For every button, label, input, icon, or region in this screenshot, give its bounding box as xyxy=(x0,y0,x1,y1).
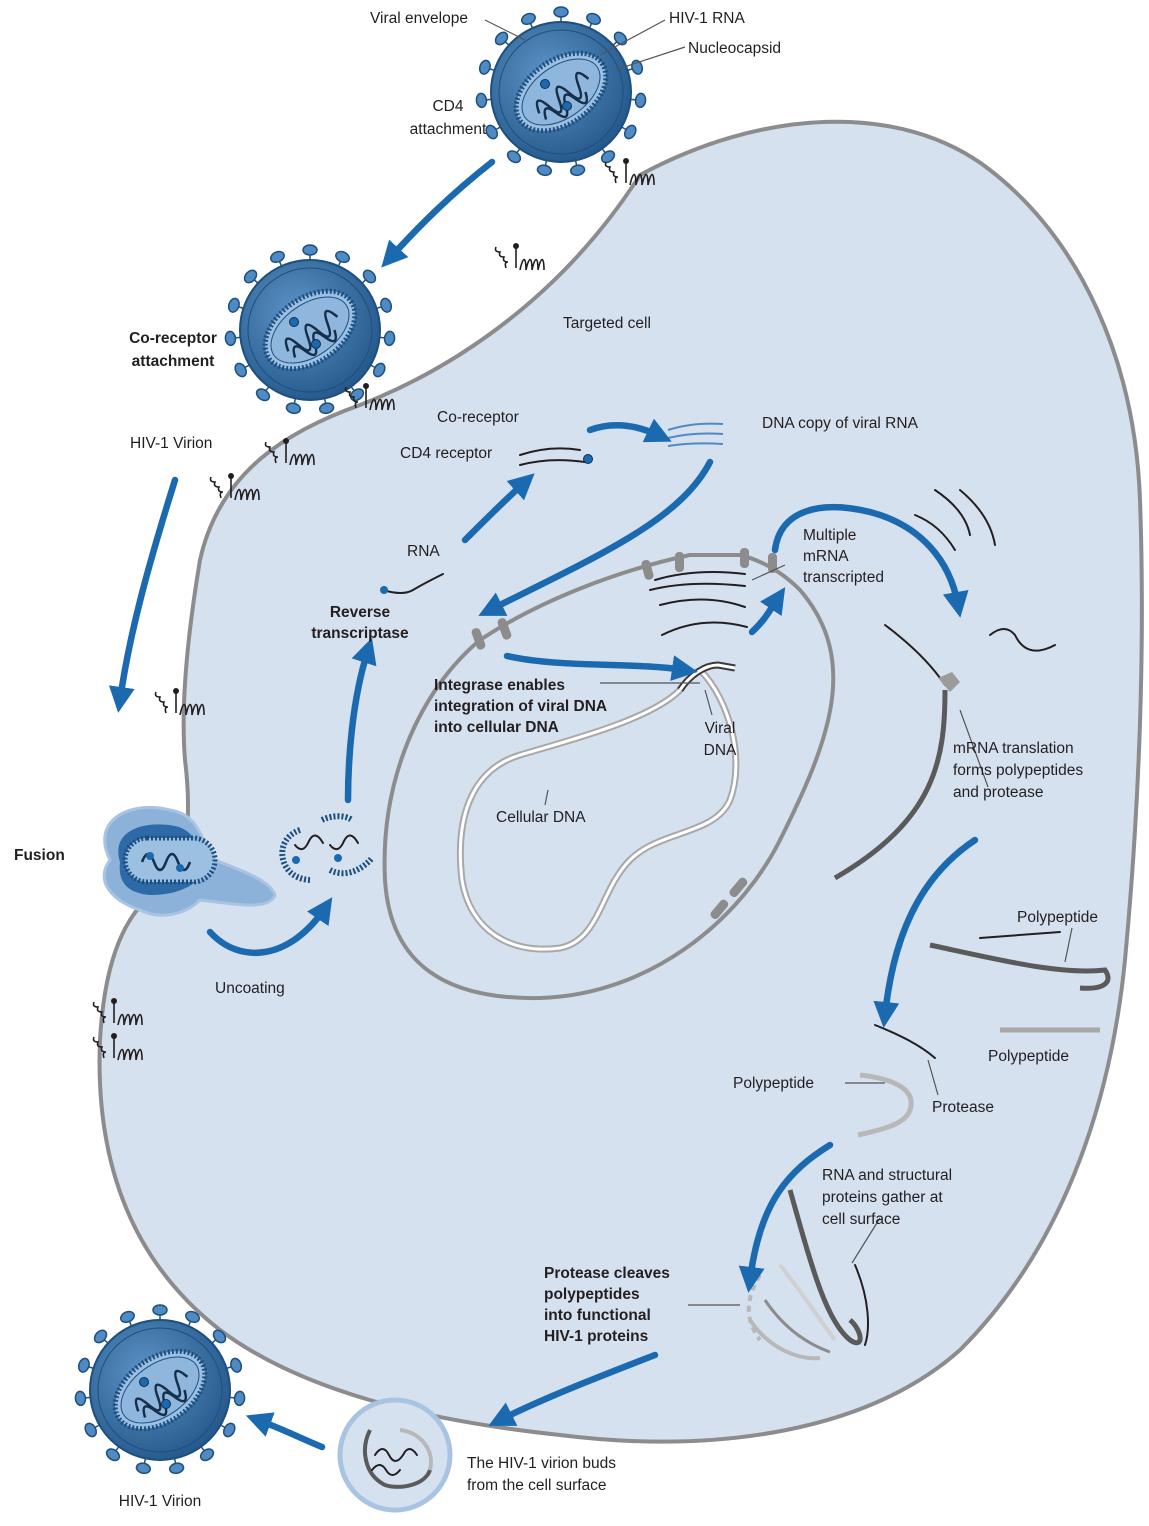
label-rna-structural-2: proteins gather at xyxy=(822,1189,943,1206)
hiv-virion-attached xyxy=(225,245,396,415)
arrow-to-release xyxy=(245,1412,326,1451)
arrow-to-protease-cleave xyxy=(738,1141,834,1293)
hiv-virion-free xyxy=(476,7,647,177)
label-multiple-mrna-1: Multiple xyxy=(803,527,856,544)
label-mrna-translation-2: forms polypeptides xyxy=(953,762,1083,779)
hiv-virion-released xyxy=(75,1305,246,1475)
label-multiple-mrna-2: mRNA xyxy=(803,548,849,565)
arrow-integration xyxy=(503,652,698,681)
label-dna-copy: DNA copy of viral RNA xyxy=(762,415,919,432)
arrow-into-nucleus xyxy=(478,458,714,616)
ribosome-translation xyxy=(833,672,960,881)
receptor-pair-2 xyxy=(494,242,545,271)
label-coreceptor-attachment-1: Co-receptor xyxy=(129,330,217,347)
label-rna: RNA xyxy=(407,543,440,560)
label-integrase-3: into cellular DNA xyxy=(434,719,559,736)
arrow-reverse-transcriptase xyxy=(344,637,377,804)
label-protease: Protease xyxy=(932,1099,994,1116)
label-coreceptor: Co-receptor xyxy=(437,409,519,426)
label-viral-dna-1: Viral xyxy=(705,720,736,737)
label-integrase-1: Integrase enables xyxy=(434,677,565,694)
mrna-transcripts xyxy=(649,489,1056,686)
label-fusion: Fusion xyxy=(14,847,65,864)
label-polypeptide-left: Polypeptide xyxy=(733,1075,814,1092)
nuclear-envelope xyxy=(382,553,836,1001)
fusion-event xyxy=(102,805,277,917)
rna-knob xyxy=(380,586,388,594)
assembly-at-surface xyxy=(746,1189,869,1361)
dna-copy-strands xyxy=(519,422,724,466)
label-coreceptor-attachment-2: attachment xyxy=(132,353,215,370)
label-rna-structural-3: cell surface xyxy=(822,1211,900,1228)
label-cd4-attachment-1: CD4 xyxy=(432,98,463,115)
label-reverse-transcriptase-2: transcriptase xyxy=(311,625,409,642)
arrow-rna-to-dna xyxy=(461,473,535,544)
label-buds-1: The HIV-1 virion buds xyxy=(467,1455,616,1472)
label-hiv-virion-bottom: HIV-1 Virion xyxy=(119,1493,201,1510)
label-mrna-translation-1: mRNA translation xyxy=(953,740,1074,757)
label-polypeptide-right-top: Polypeptide xyxy=(1017,909,1098,926)
viral-rna-strand xyxy=(382,573,444,594)
label-viral-dna-2: DNA xyxy=(704,742,737,759)
arrow-to-bud xyxy=(488,1351,659,1426)
label-rna-structural-1: RNA and structural xyxy=(822,1167,952,1184)
label-multiple-mrna-3: transcripted xyxy=(803,569,884,586)
budding-virion xyxy=(337,1397,453,1513)
label-reverse-transcriptase-1: Reverse xyxy=(330,604,391,621)
label-protease-cleaves-4: HIV-1 proteins xyxy=(544,1328,648,1345)
label-mrna-translation-3: and protease xyxy=(953,784,1044,801)
leader-lines xyxy=(484,19,1073,1306)
label-nucleocapsid: Nucleocapsid xyxy=(688,40,781,57)
nuclear-pores xyxy=(471,548,777,920)
polypeptides xyxy=(857,931,1111,1138)
label-buds-2: from the cell surface xyxy=(467,1477,607,1494)
label-uncoating: Uncoating xyxy=(215,980,285,997)
label-polypeptide-right-bottom: Polypeptide xyxy=(988,1048,1069,1065)
label-protease-cleaves-2: polypeptides xyxy=(544,1286,640,1303)
label-cd4-receptor: CD4 receptor xyxy=(400,445,492,462)
label-protease-cleaves-1: Protease cleaves xyxy=(544,1265,670,1282)
arrow-uncoating xyxy=(206,897,333,956)
uncoated-capsid xyxy=(279,813,375,883)
label-viral-envelope: Viral envelope xyxy=(370,10,468,27)
label-targeted-cell: Targeted cell xyxy=(563,315,651,332)
label-cd4-attachment-2: attachment xyxy=(410,121,487,138)
label-hiv-virion-top: HIV-1 Virion xyxy=(130,435,212,452)
label-protease-cleaves-3: into functional xyxy=(544,1307,651,1324)
label-hiv-rna: HIV-1 RNA xyxy=(669,10,745,27)
label-cellular-dna: Cellular DNA xyxy=(496,809,586,826)
arrow-to-cd4-attachment xyxy=(381,158,496,268)
arrow-dna-copy xyxy=(586,418,672,443)
arrow-to-cytoplasm xyxy=(771,504,969,618)
arrow-to-polypeptides xyxy=(873,836,979,1028)
arrow-to-fusion xyxy=(108,476,179,713)
arrow-transcription-out xyxy=(748,587,786,636)
label-integrase-2: integration of viral DNA xyxy=(434,698,607,715)
